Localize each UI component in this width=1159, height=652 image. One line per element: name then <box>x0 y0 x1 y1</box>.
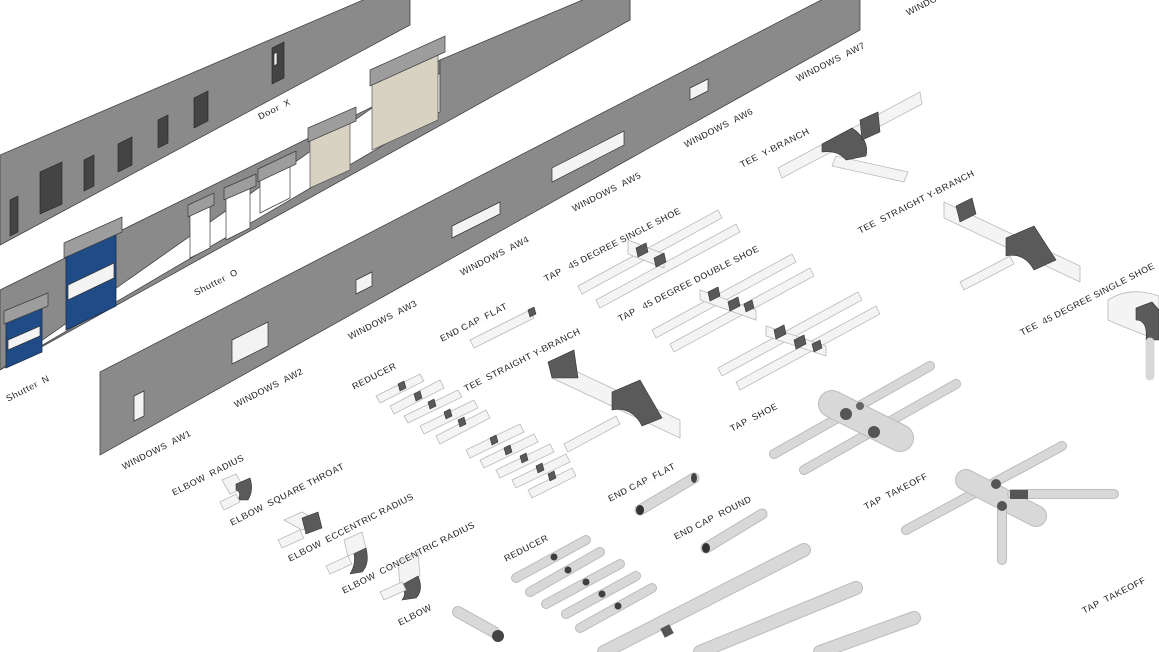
wall-shutters <box>0 0 631 371</box>
tee-45-single-shoe <box>1107 291 1159 381</box>
rect-fittings <box>219 91 1159 601</box>
tap-45-single-shoe <box>577 209 741 309</box>
label-elbow-round: ELBOW <box>396 602 433 628</box>
label-windows-aw8: WINDOWS_AW8 <box>904 0 977 19</box>
label-shutter-n: Shutter_N <box>4 373 51 404</box>
tee-y-branch <box>777 91 923 183</box>
label-tap-takeoff: TAP_TAKEOFF <box>862 471 929 513</box>
end-cap-round-group <box>634 472 768 554</box>
label-tee-straight-y-branch-2: TEE_STRAIGHT Y-BRANCH <box>856 168 976 236</box>
tap-shoe <box>769 361 961 475</box>
label-shutter-o: Shutter_O <box>192 267 240 298</box>
rect-elbows <box>219 473 421 601</box>
label-tap-takeoff-2: TAP_TAKEOFF <box>1080 575 1147 617</box>
round-pipes <box>452 543 921 652</box>
label-end-cap-round: END CAP_ROUND <box>672 494 753 543</box>
tap-45-double-shoe <box>651 253 881 391</box>
round-fittings <box>452 361 1119 652</box>
reducer-rect-group <box>375 373 577 499</box>
tap-takeoff <box>901 441 1119 565</box>
tee-straight-y-branch-right <box>943 197 1081 291</box>
wall-doors <box>0 0 411 246</box>
reducer-round-group <box>511 535 657 633</box>
fitting-labels: ELBOW_RADIUS ELBOW_SQUARE THROAT ELBOW_E… <box>170 126 1157 629</box>
wall-windows <box>99 0 861 456</box>
label-reducer-rect: REDUCER <box>350 361 398 393</box>
tee-straight-y-branch-left <box>547 349 681 453</box>
label-tap-shoe: TAP_SHOE <box>728 401 779 434</box>
